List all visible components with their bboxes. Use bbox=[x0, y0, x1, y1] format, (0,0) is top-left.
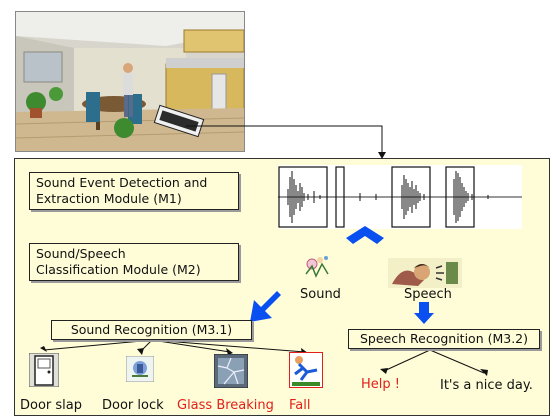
module-m31-box: Sound Recognition (M3.1) bbox=[51, 320, 252, 340]
outcome-door-lock: Door lock bbox=[102, 398, 164, 413]
outcome-glass-breaking: Glass Breaking bbox=[177, 398, 274, 413]
speech-icon bbox=[388, 258, 462, 288]
module-m32-box: Speech Recognition (M3.2) bbox=[348, 329, 540, 349]
fall-icon bbox=[289, 352, 323, 388]
audio-waveform bbox=[278, 165, 522, 229]
outcome-help: Help ! bbox=[361, 377, 400, 392]
door-lock-icon bbox=[126, 356, 154, 382]
door-slap-icon bbox=[29, 353, 59, 387]
speech-label: Speech bbox=[404, 287, 452, 302]
sound-icon bbox=[300, 252, 334, 282]
glass-breaking-icon bbox=[214, 354, 248, 388]
outcome-door-slap: Door slap bbox=[20, 398, 82, 413]
module-m2-line2: Classification Module (M2) bbox=[36, 262, 201, 277]
outcome-nice-day: It's a nice day. bbox=[440, 378, 533, 393]
kitchen-scene bbox=[15, 11, 245, 152]
module-m1-line1: Sound Event Detection and bbox=[36, 175, 208, 190]
module-m2-line1: Sound/Speech bbox=[36, 246, 126, 261]
module-m1-line2: Extraction Module (M1) bbox=[36, 191, 182, 206]
outcome-fall: Fall bbox=[289, 398, 311, 413]
module-m2-box: Sound/Speech Classification Module (M2) bbox=[29, 243, 239, 281]
sound-label: Sound bbox=[300, 287, 341, 302]
module-m1-box: Sound Event Detection and Extraction Mod… bbox=[29, 172, 239, 210]
